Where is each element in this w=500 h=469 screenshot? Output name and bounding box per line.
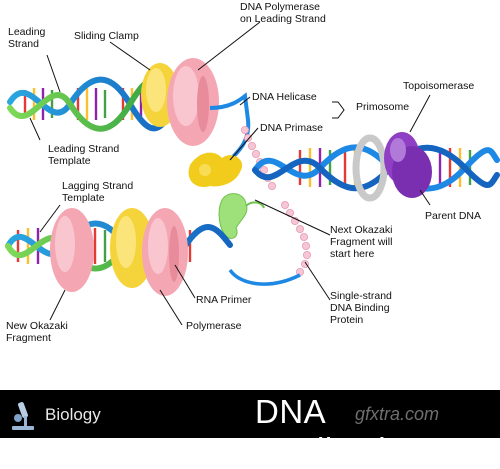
label-leading-strand-template: Leading Strand Template <box>48 143 120 167</box>
topoisomerase <box>384 132 432 198</box>
footer-subject: Biology <box>45 405 101 424</box>
label-dna-helicase: DNA Helicase <box>252 91 317 103</box>
single-strand-binding-proteins <box>240 126 311 276</box>
label-rna-primer: RNA Primer <box>196 294 252 306</box>
label-dna-polymerase-leading: DNA Polymerase on Leading Strand <box>240 1 326 25</box>
leader-lines <box>29 21 431 326</box>
base-pairs-leading <box>23 88 143 120</box>
label-new-okazaki: New Okazaki Fragment <box>6 320 68 344</box>
dna-polymerase-leading <box>167 58 219 146</box>
label-dna-primase: DNA Primase <box>260 122 324 134</box>
polymerase-new-okazaki <box>50 208 94 292</box>
dna-helicase <box>188 152 243 188</box>
parent-dna-helix <box>252 144 500 192</box>
grey-ring <box>352 134 388 202</box>
footer-bar: Biology DNA Replication gfxtra.com <box>0 390 500 468</box>
label-parent-dna: Parent DNA <box>425 210 482 222</box>
polymerase-lagging <box>142 208 188 296</box>
label-leading-strand: Leading Strand <box>8 26 46 50</box>
label-sliding-clamp: Sliding Clamp <box>74 30 139 42</box>
label-polymerase: Polymerase <box>186 320 242 332</box>
dna-primase <box>218 193 265 239</box>
microscope-icon <box>12 402 34 430</box>
label-topoisomerase: Topoisomerase <box>403 80 475 92</box>
sliding-clamp-lagging <box>110 208 154 288</box>
dna-replication-illustration <box>5 21 500 326</box>
label-single-strand-binding: Single-strand DNA Binding Protein <box>330 290 392 326</box>
label-next-okazaki: Next Okazaki Fragment will start here <box>330 224 393 260</box>
watermark: gfxtra.com <box>355 404 440 424</box>
label-primosome: Primosome <box>356 101 410 113</box>
label-lagging-strand-template: Lagging Strand Template <box>62 180 134 204</box>
